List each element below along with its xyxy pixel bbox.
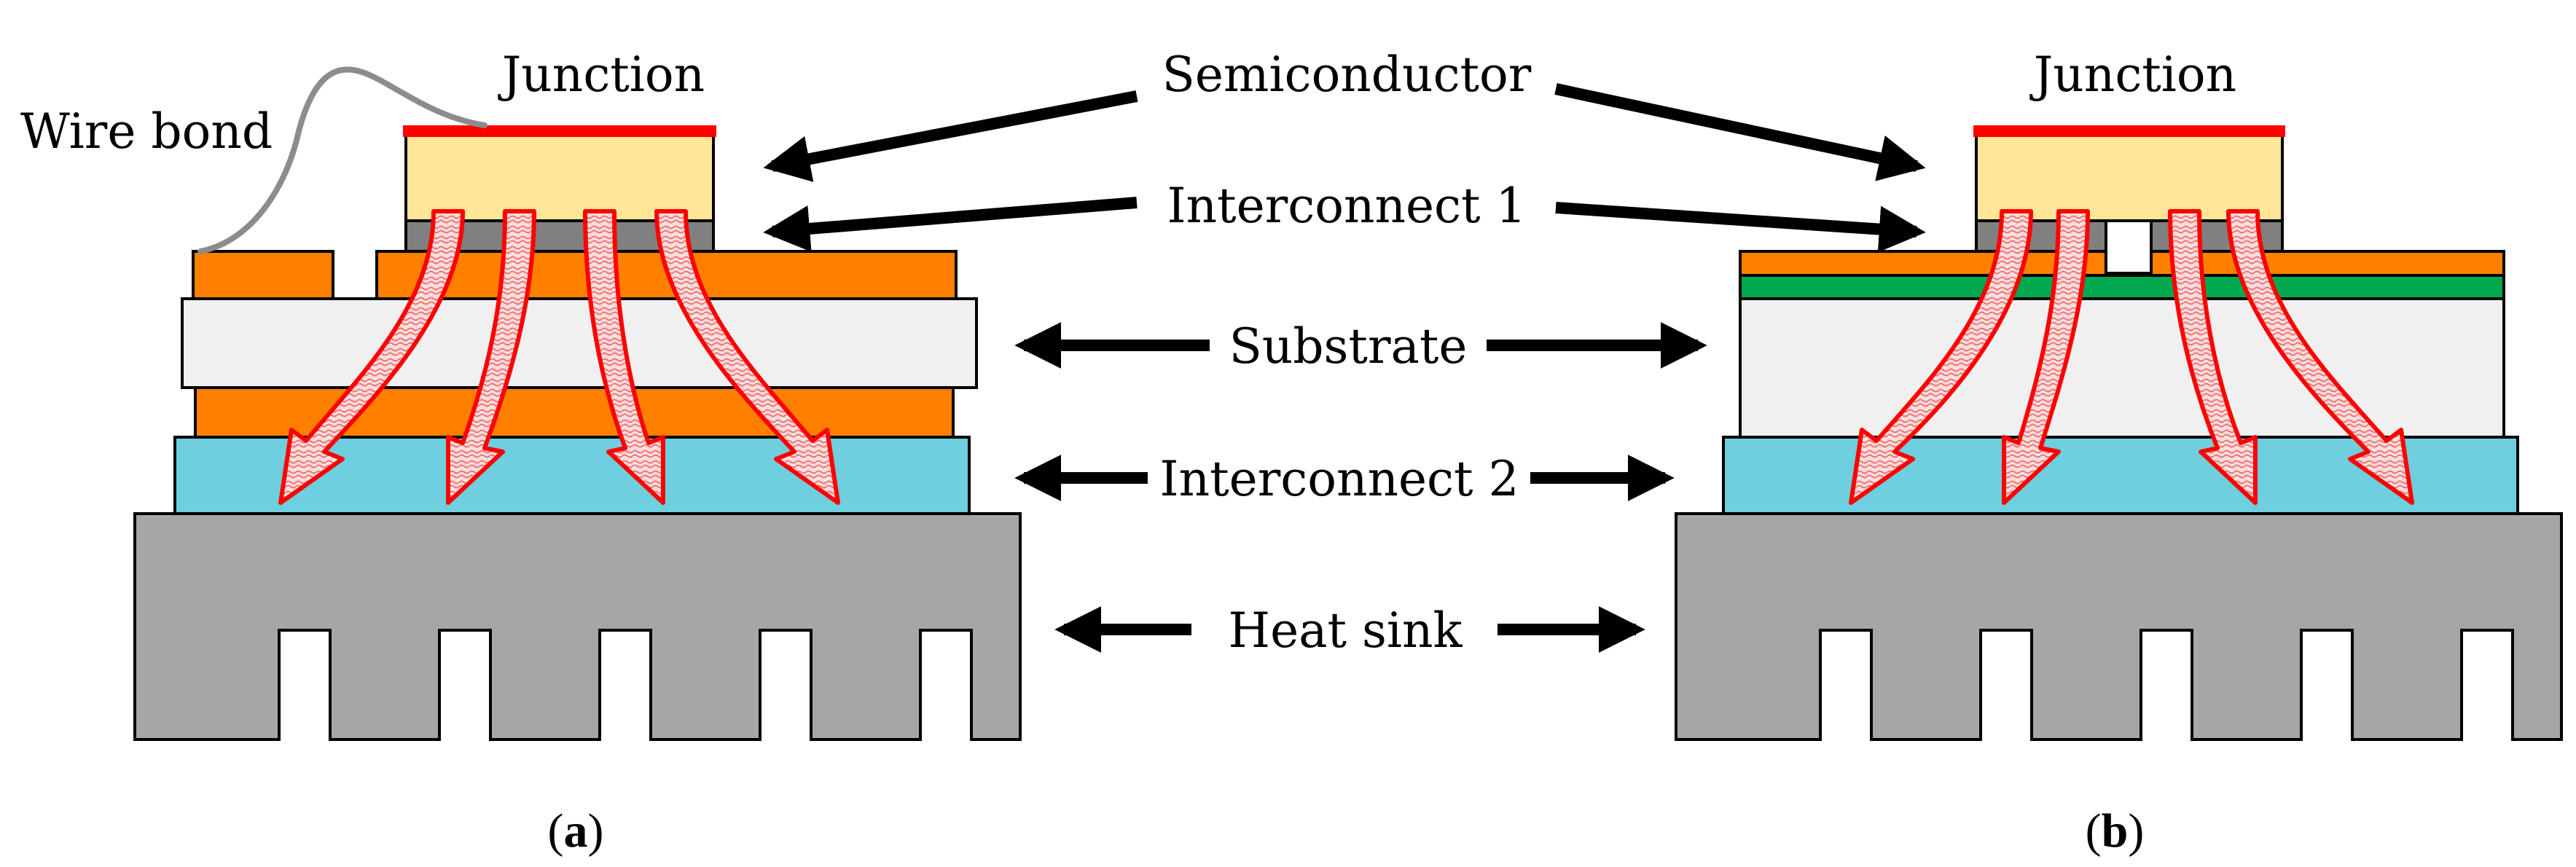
- heat-flow-arrow: [278, 209, 465, 505]
- heat-flow-arrow: [1849, 209, 2033, 505]
- arrow-interconnect1-b: [1555, 202, 1926, 253]
- caption-b-letter: b: [2102, 804, 2129, 858]
- callout-arrows: [763, 83, 1926, 653]
- junction-layer-b: [1973, 125, 2285, 137]
- heat-sink-b: [1675, 512, 2563, 741]
- substrate-layer-a: [181, 297, 978, 389]
- module-b: [1675, 125, 2563, 741]
- semiconductor-label: Semiconductor: [1162, 47, 1532, 103]
- caption-b-open: (: [2086, 804, 2102, 858]
- interconnect2-label: Interconnect 2: [1160, 451, 1519, 507]
- heat-flow-arrow: [446, 209, 536, 505]
- substrate-layer-b: [1739, 297, 2505, 439]
- caption-a-close: ): [588, 804, 604, 858]
- interconnect1-gap-b: [2105, 219, 2153, 275]
- heat-flow-arrow: [2226, 209, 2414, 505]
- heat-flow-arrows-b: [1849, 209, 2414, 505]
- caption-b-close: ): [2128, 804, 2144, 858]
- heat-flow-arrow: [2002, 209, 2090, 505]
- wire-bond-label: Wire bond: [20, 103, 273, 160]
- junction-label-a: Junction: [498, 47, 705, 103]
- heat-flow-arrow: [583, 209, 665, 505]
- junction-layer-a: [403, 125, 716, 137]
- arrow-interconnect1-a: [763, 197, 1138, 252]
- caption-b: (b): [2086, 804, 2145, 858]
- caption-a-open: (: [548, 804, 564, 858]
- bottom-copper-layer-a: [194, 386, 955, 439]
- interconnect1-label: Interconnect 1: [1167, 178, 1527, 234]
- module-a: [133, 66, 1022, 741]
- heat-flow-arrow: [654, 209, 840, 505]
- semiconductor-die-a: [404, 133, 715, 222]
- caption-a-letter: a: [564, 804, 588, 858]
- heat-flow-arrows-a: [278, 209, 840, 505]
- heat-flow-arrow: [2168, 209, 2258, 505]
- arrow-semiconductor-b: [1554, 83, 1926, 181]
- caption-a: (a): [548, 804, 604, 858]
- junction-label-b: Junction: [2029, 47, 2236, 103]
- solder-layer-b: [1739, 274, 2505, 300]
- heat-sink-label: Heat sink: [1229, 603, 1463, 659]
- wire-bond: [197, 66, 488, 254]
- semiconductor-die-b: [1975, 133, 2284, 222]
- heat-sink-a: [133, 512, 1022, 741]
- arrow-semiconductor-a: [763, 90, 1138, 182]
- top-copper-pad-left-a: [192, 250, 334, 300]
- substrate-label: Substrate: [1229, 318, 1468, 374]
